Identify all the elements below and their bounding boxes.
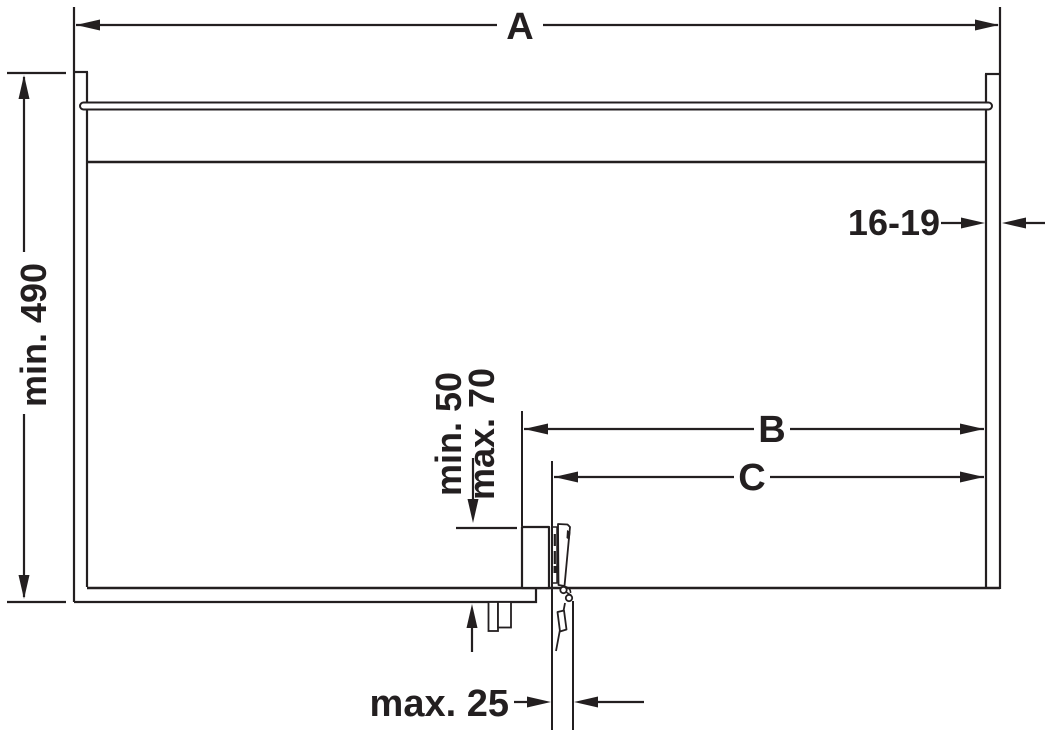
hinge-arm [557, 523, 571, 587]
door-lever-plate [556, 609, 568, 633]
dim-c-label: C [738, 457, 765, 499]
dimension-c: C [554, 457, 984, 499]
hinge-screw-head [566, 530, 571, 540]
dimension-b: B [521, 409, 984, 526]
dim-d-label: max. 25 [370, 683, 509, 725]
peg-left [487, 601, 499, 632]
peg-right [497, 601, 512, 629]
dim-b-arrow-left [524, 423, 548, 435]
bottom-band [74, 589, 538, 604]
dim-hinge-arrow-up [466, 604, 478, 628]
hinge-hook-link [565, 591, 572, 597]
dim-t-arrow-left [1002, 217, 1026, 229]
dim-a-arrow-left [76, 19, 100, 31]
dimension-16-19: 16-19 [848, 202, 1045, 243]
hinge-pivot-upper [559, 585, 568, 595]
dim-h-arrow-up [18, 75, 30, 99]
hinge-plate-foot [553, 566, 557, 573]
dim-d-arrow-left [574, 696, 598, 708]
dim-c-arrow-right [960, 471, 984, 483]
dim-d-arrow-right [527, 696, 551, 708]
dim-b-arrow-right [960, 423, 984, 435]
dimension-a: A [76, 6, 999, 48]
dim-b-label: B [758, 409, 785, 451]
dim-hinge-min-label: min. 50 [428, 372, 469, 496]
dim-h-arrow-down [18, 575, 30, 599]
dim-hinge-arrow-down [467, 499, 479, 523]
top-rail [79, 101, 993, 111]
dim-hinge-max-label: max. 70 [461, 368, 502, 500]
cabinet-carcass [72, 7, 1002, 632]
dim-c-arrow-left [554, 471, 578, 483]
dim-t-arrow-right [961, 217, 985, 229]
dim-a-arrow-right [975, 19, 999, 31]
door-panel [551, 461, 574, 730]
dimension-min-490: min. 490 [7, 71, 66, 604]
dimension-min50-max70: min. 50 max. 70 [428, 368, 517, 652]
dim-a-label: A [506, 6, 533, 48]
hinge-assembly [520, 523, 574, 603]
dim-h-label: min. 490 [13, 263, 54, 407]
dimension-max-25: max. 25 [370, 683, 644, 725]
dim-t-label: 16-19 [848, 202, 940, 243]
mounting-block [520, 525, 551, 590]
